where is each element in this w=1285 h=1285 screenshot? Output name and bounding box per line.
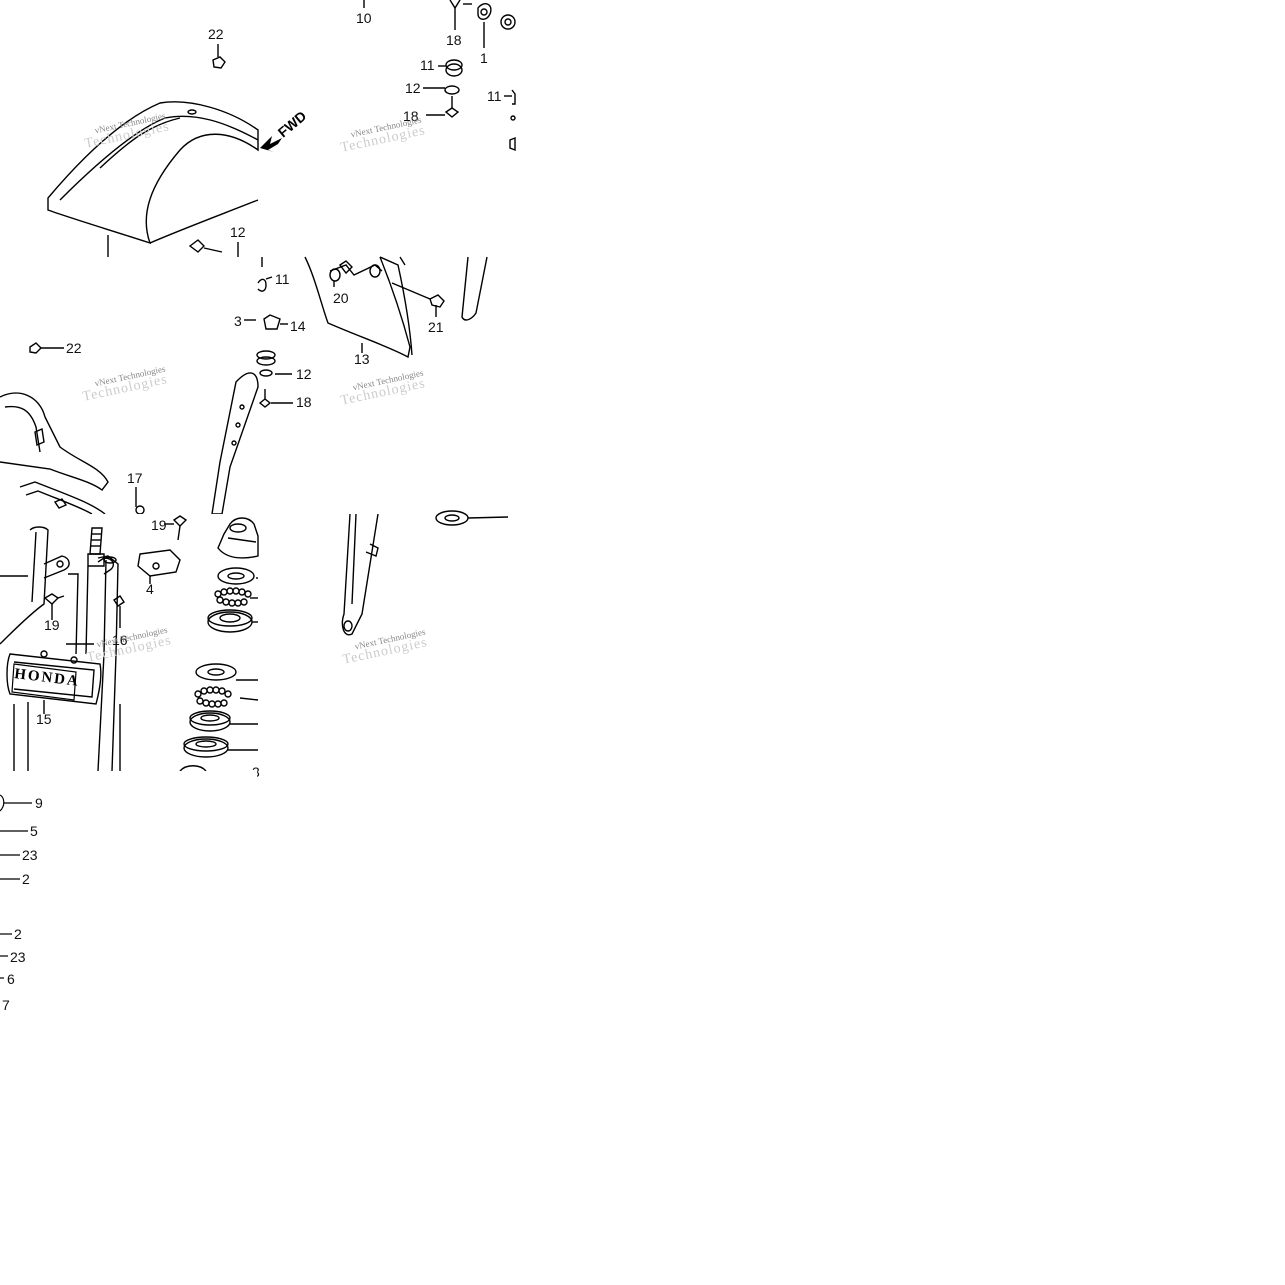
callout-2: 2 xyxy=(22,871,30,887)
callout-6: 6 xyxy=(7,971,15,987)
callout-12: 12 xyxy=(405,80,421,96)
callout-1: 1 xyxy=(480,50,488,66)
callout-12: 12 xyxy=(230,224,246,240)
callout-16: 16 xyxy=(112,632,128,648)
callout-4: 4 xyxy=(146,581,154,597)
callout-15: 15 xyxy=(36,711,52,727)
callout-11: 11 xyxy=(420,57,435,73)
fork-drawing xyxy=(0,510,509,772)
diagram-tile-fork: 19 4 19 16 15 3 HONDA Technologies vNext… xyxy=(0,510,515,780)
callout-3: 3 xyxy=(234,313,242,329)
callout-11: 11 xyxy=(487,88,502,104)
callout-11: 11 xyxy=(275,271,290,287)
callout-23: 23 xyxy=(10,949,26,965)
callouts-drawing xyxy=(0,794,32,979)
callout-18: 18 xyxy=(403,108,419,124)
callout-18: 18 xyxy=(446,32,462,48)
callout-13: 13 xyxy=(354,351,370,367)
callout-9: 9 xyxy=(35,795,43,811)
callout-10: 10 xyxy=(356,10,372,26)
callout-17: 17 xyxy=(127,470,143,486)
diagram-tile-stays: 11 20 21 3 14 13 22 12 18 17 Technologie… xyxy=(0,256,515,515)
callout-14: 14 xyxy=(290,318,306,334)
callout-20: 20 xyxy=(333,290,349,306)
callout-2: 2 xyxy=(14,926,22,942)
diagram-tile-fender: 10 18 1 22 11 12 18 11 12 FWD Technologi… xyxy=(0,0,516,257)
callout-19: 19 xyxy=(44,617,60,633)
callout-22: 22 xyxy=(208,26,224,42)
callout-7: 7 xyxy=(2,997,10,1013)
callout-19: 19 xyxy=(151,517,167,533)
callout-18: 18 xyxy=(296,394,312,410)
stays-drawing xyxy=(0,256,488,515)
diagram-tile-callouts: 9 5 23 2 2 23 6 7 xyxy=(0,771,257,1028)
callout-21: 21 xyxy=(428,319,444,335)
callout-12: 12 xyxy=(296,366,312,382)
callout-23: 23 xyxy=(22,847,38,863)
callout-22: 22 xyxy=(66,340,82,356)
fender-drawing xyxy=(47,0,516,257)
callout-5: 5 xyxy=(30,823,38,839)
